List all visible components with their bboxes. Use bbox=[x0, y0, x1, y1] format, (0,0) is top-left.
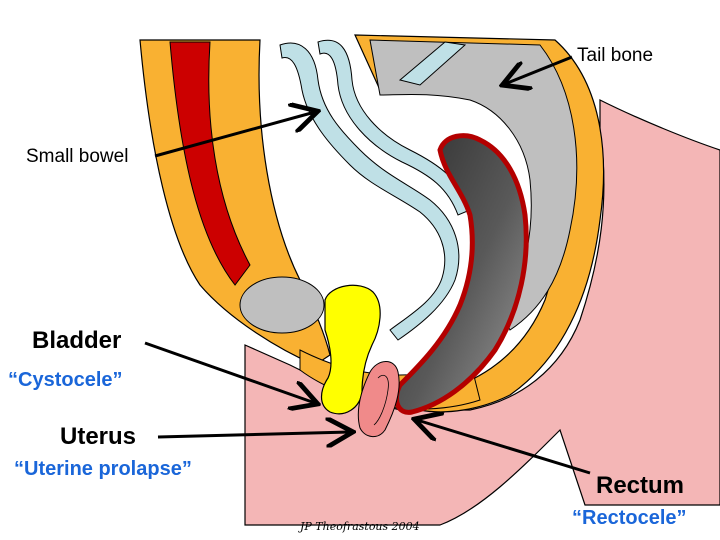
coccyx-tip bbox=[398, 41, 467, 86]
pubic-symphysis bbox=[239, 276, 325, 334]
rectocele-label: “Rectocele” bbox=[572, 507, 687, 529]
uterus-label: Uterus bbox=[60, 423, 136, 450]
uterus-arrow bbox=[157, 432, 350, 437]
small-bowel-arrow bbox=[154, 112, 315, 158]
uterine-prolapse-label: “Uterine prolapse” bbox=[14, 458, 192, 480]
abdominal-muscle bbox=[169, 41, 251, 286]
rectum-label: Rectum bbox=[596, 472, 684, 499]
bladder-label: Bladder bbox=[32, 327, 121, 354]
author-credit: JP Theofrastous 2004 bbox=[298, 520, 420, 533]
rectum-arrow bbox=[417, 420, 591, 475]
tail-bone-arrow bbox=[505, 55, 573, 84]
bladder-arrow bbox=[144, 341, 315, 403]
cystocele-label: “Cystocele” bbox=[8, 369, 123, 391]
uterus-inner bbox=[373, 374, 389, 426]
small-bowel bbox=[279, 42, 460, 341]
uterus bbox=[357, 361, 400, 437]
small-bowel-label: Small bowel bbox=[26, 146, 128, 167]
tail-bone-label: Tail bone bbox=[577, 45, 653, 66]
small-bowel-loop-2 bbox=[317, 39, 471, 216]
